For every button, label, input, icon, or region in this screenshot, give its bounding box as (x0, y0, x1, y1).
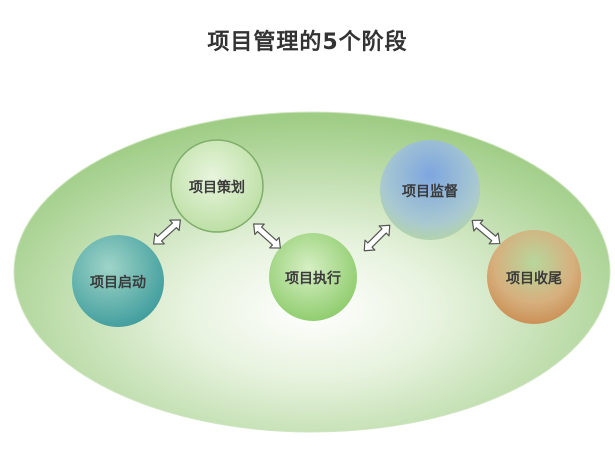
double-arrow-icon (253, 223, 281, 249)
phase-circle-monitoring[interactable] (380, 140, 480, 240)
phase-circle-closing[interactable] (487, 230, 581, 324)
phase-circle-execution[interactable] (269, 233, 357, 321)
phase-label-execution: 项目执行 (285, 271, 341, 287)
phase-label-closing: 项目收尾 (506, 271, 562, 287)
double-arrow-icon (153, 219, 181, 245)
phase-label-planning: 项目策划 (189, 180, 245, 196)
phase-label-monitoring: 项目监督 (402, 184, 458, 200)
double-arrow-icon (363, 224, 391, 252)
phase-circle-planning[interactable] (170, 139, 264, 233)
phase-circle-initiation[interactable] (72, 235, 164, 327)
double-arrow-icon (471, 219, 501, 245)
phase-label-initiation: 项目启动 (90, 275, 146, 291)
diagram-title: 项目管理的5个阶段 (207, 30, 408, 55)
